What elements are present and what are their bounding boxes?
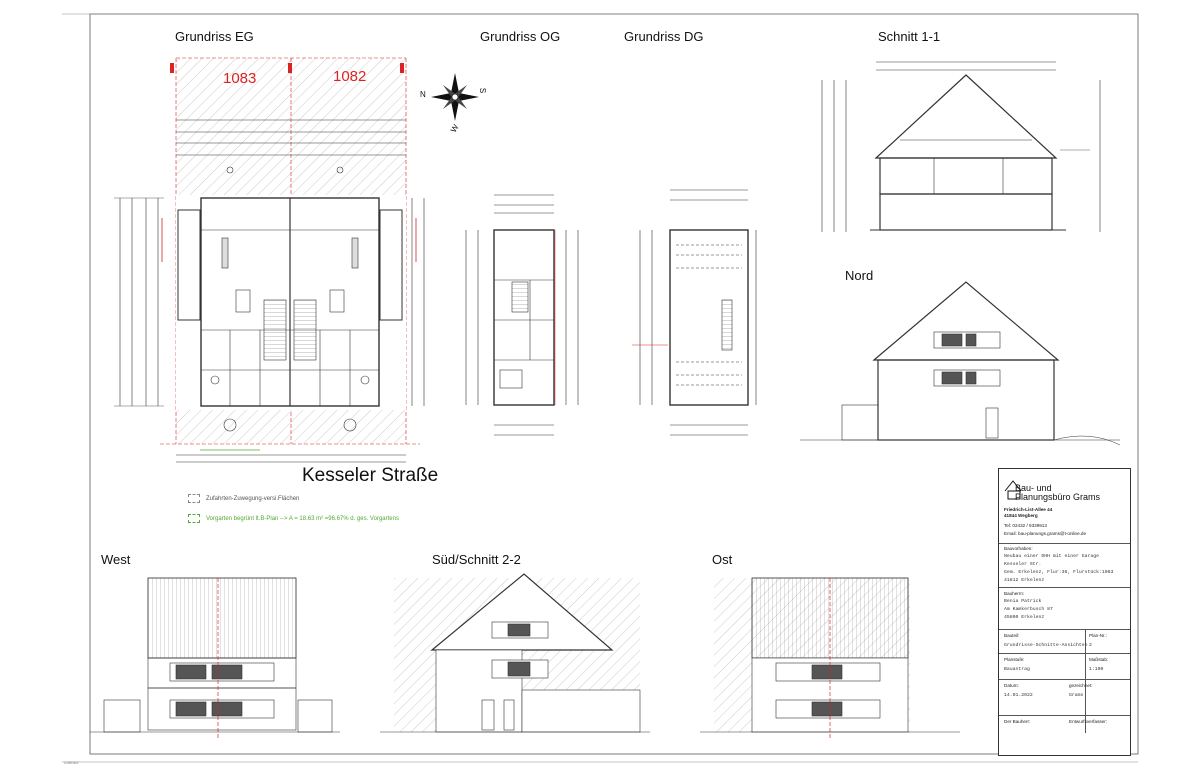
- corner-code: C/0E4/2: [64, 760, 79, 765]
- legend-text: Zufahrten-Zuwegung-versi.Flächen: [206, 496, 300, 503]
- vorhaben-line: 41812 Erkelenz: [1004, 578, 1045, 583]
- divider: [999, 679, 1130, 680]
- title-grundriss-dg: Grundriss DG: [624, 29, 704, 44]
- legend-swatch-green: [188, 514, 200, 523]
- phase-value: Bauantrag: [1004, 667, 1030, 672]
- title-grundriss-og: Grundriss OG: [480, 29, 561, 44]
- plan-og: [465, 194, 579, 436]
- divider: [999, 629, 1130, 630]
- vorhaben-line: Gem. Erkelenz, Flur:36, Flurstück:1083: [1004, 570, 1114, 575]
- address-line1: Friedrich-List-Allee 44: [1004, 507, 1053, 512]
- elevation-sued: [380, 573, 650, 733]
- date-label: Datum:: [1004, 683, 1019, 688]
- title-grundriss-eg: Grundriss EG: [175, 29, 254, 44]
- bauherr-label: Bauherrn:: [1004, 591, 1025, 596]
- legend-item-vorgarten: Vorgarten begrünt lt.B-Plan --> A = 18.6…: [188, 514, 399, 523]
- plan-value: 2: [1089, 643, 1092, 648]
- logo-icon: [1004, 480, 1022, 500]
- plan-dg: [632, 189, 757, 436]
- date-value: 14.01.2022: [1004, 693, 1033, 698]
- inhalt-value: Grundrisse-Schnitte-Ansichten: [1004, 643, 1088, 648]
- title-schnitt-11: Schnitt 1-1: [878, 29, 941, 44]
- divider: [999, 543, 1130, 544]
- elevation-west: [90, 577, 340, 740]
- title-west: West: [101, 552, 131, 567]
- address-line2: 41844 Wegberg: [1004, 513, 1038, 518]
- scale-value: 1:100: [1089, 667, 1104, 672]
- drawn-label: gezeichnet:: [1069, 683, 1093, 688]
- vorhaben-label: Bauvorhaben:: [1004, 546, 1033, 551]
- title-nord: Nord: [845, 268, 874, 283]
- vorhaben-line: Neubau einer DHH mit einer Garage: [1004, 554, 1099, 559]
- signature-bauherr: Der Bauherr:: [1004, 719, 1031, 724]
- plan-eg: [114, 57, 425, 463]
- plot-number-1083: 1083: [223, 70, 257, 87]
- title-block: Bau- und Planungsbüro Grams Friedrich-Li…: [998, 468, 1131, 756]
- logo-line2: Planungsbüro Grams: [1015, 492, 1101, 502]
- phone: Tel: 02432 / 9339913: [1004, 523, 1047, 528]
- bauherr-line: Benia Patrick: [1004, 599, 1042, 604]
- signature-architect: Entwurfsverfasser:: [1069, 719, 1108, 724]
- plan-label: Plan-Nr.:: [1089, 633, 1107, 638]
- logo-line1: Bau- und: [1015, 483, 1052, 493]
- divider: [999, 587, 1130, 588]
- compass-n-label: N: [420, 90, 426, 99]
- legend-swatch-hatch: [188, 494, 200, 503]
- drawn-value: Grams: [1069, 693, 1084, 698]
- divider: [999, 715, 1130, 716]
- bauherr-line: 45800 Erkelenz: [1004, 615, 1045, 620]
- divider: [1085, 629, 1086, 733]
- title-sued: Süd/Schnitt 2-2: [432, 552, 521, 567]
- bauherr-line: Am Kamkerbusch 87: [1004, 607, 1053, 612]
- inhalt-label: Bauteil:: [1004, 633, 1020, 638]
- section-11: [821, 61, 1101, 232]
- divider: [999, 653, 1130, 654]
- scale-label: Maßstab:: [1089, 657, 1109, 662]
- street-name: Kesseler Straße: [302, 465, 439, 486]
- vorhaben-line: Kesseler Str.: [1004, 562, 1042, 567]
- plot-number-1082: 1082: [333, 68, 367, 85]
- elevation-ost: [700, 577, 960, 740]
- email: Email: bau-planungs.grams@t-online.de: [1004, 531, 1087, 536]
- compass-icon: [431, 73, 479, 121]
- compass-s-label: S: [478, 87, 488, 94]
- title-ost: Ost: [712, 552, 733, 567]
- legend-item-zufahrten: Zufahrten-Zuwegung-versi.Flächen: [188, 494, 299, 503]
- phase-label: Planstufe:: [1004, 657, 1025, 662]
- legend-text: Vorgarten begrünt lt.B-Plan --> A = 18.6…: [206, 516, 399, 523]
- elevation-nord: [800, 281, 1121, 446]
